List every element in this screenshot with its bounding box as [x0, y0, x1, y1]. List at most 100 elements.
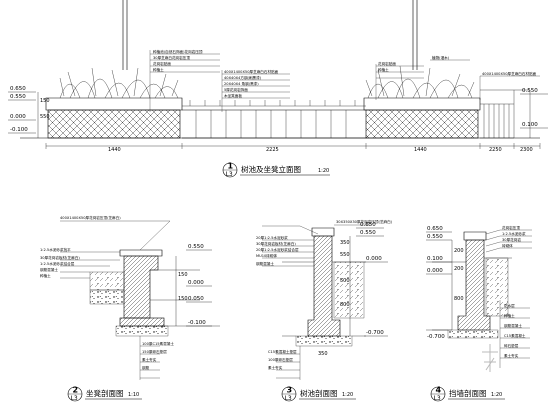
dim-label: 2225: [266, 147, 279, 153]
dim-label: 200: [454, 248, 464, 254]
drawing-scale: 1:20: [342, 392, 353, 398]
note-text: 20X40X4 角钢(黑漆): [224, 81, 259, 86]
level-label: -0.700: [366, 330, 384, 336]
level-label: 0.650: [360, 222, 376, 228]
level-label: 0.650: [427, 226, 443, 232]
seat-title: 2 L3 坐凳剖面图 1:10: [67, 386, 142, 402]
level-label: -0.700: [427, 334, 445, 340]
note-text: 30厚芝麻白花岗岩压顶: [153, 55, 190, 60]
note-text: 碎石垫层: [504, 343, 519, 348]
note-text: 素土夯实: [504, 353, 519, 358]
badge-sheet: L3: [226, 171, 233, 178]
pool-soil: [333, 261, 365, 319]
note-text: 种植土: [153, 67, 164, 72]
note-text: 钢筋: [142, 365, 150, 370]
badge-number: 4: [436, 386, 442, 395]
dim-label: 800: [454, 296, 464, 302]
note-text: 防水层: [504, 303, 515, 308]
seat-levels: 0.550 0.000 0.050 -0.100 150 150: [175, 244, 212, 327]
note-text: C15素混凝土垫层: [268, 349, 297, 354]
drawing-title: 树池及坐凳立面图: [241, 164, 301, 174]
note-text: 400X1400X50厚芝麻白石材贴面: [482, 71, 537, 76]
note-text: 20厚1:2.5水泥砂浆: [256, 235, 288, 240]
note-text: 木坐凳面板: [224, 93, 242, 98]
badge-sheet: L3: [285, 395, 292, 402]
seat-section: 400X1400X50厚花岗岩压顶(芝麻白) 1:2.5水泥砂浆找平 30厚花岗…: [40, 215, 220, 402]
drawing-title: 挡墙剖面图: [449, 388, 487, 398]
note-text: 花岗岩贴面: [153, 61, 171, 66]
planter-right-wall: [365, 109, 479, 139]
note-text: 1:2.5水泥砂浆找平: [40, 247, 71, 252]
retaining-gravel: [447, 329, 499, 339]
dim-label: 350: [340, 240, 350, 246]
pool-section: 30X350X30厚花岗岩压顶(芝麻白) 20厚1:2.5水泥砂浆 30厚花岗岩…: [256, 219, 393, 402]
badge-number: 1: [228, 162, 234, 171]
dim-label: 150: [178, 272, 188, 278]
watermark-mark: [482, 344, 498, 372]
elevation-title: 1 L3 树池及坐凳立面图 1:20: [222, 162, 330, 178]
dim-label: 350: [318, 351, 328, 357]
note-text: 素土夯实: [142, 357, 157, 362]
level-label: 0.650: [10, 86, 26, 92]
pool-cap: [311, 227, 335, 237]
seat-body: [123, 255, 159, 319]
drawing-scale: 1:10: [128, 392, 139, 398]
dim-label: 150: [178, 296, 188, 302]
pool-gravel: [295, 335, 353, 347]
dim-label: 1440: [108, 147, 121, 153]
note-text: 钢筋混凝土: [504, 323, 522, 328]
note-text: 30厚花岗岩板材(芝麻白): [256, 241, 296, 246]
seat-soil: [89, 271, 125, 291]
level-label: 0.550: [427, 234, 443, 240]
dim-vertical: 150: [40, 98, 50, 104]
drawing-title: 树池剖面图: [300, 388, 338, 398]
note-text: C15素混凝土: [504, 333, 526, 338]
tree-trunk-right: [412, 0, 418, 70]
dim-label: 550: [340, 252, 350, 258]
dim-label: 2300: [520, 147, 533, 153]
note-text: 种植土: [40, 273, 51, 278]
dim-vertical: 550: [40, 114, 50, 120]
seat-gravel-base: [89, 289, 125, 305]
note-text: 30厚花岗岩板材(芝麻白): [40, 255, 80, 260]
level-label: 0.550: [522, 88, 538, 94]
elevation-levels-right: 0.100 0.550: [520, 88, 548, 129]
note-text: 花岗岩贴面: [378, 61, 396, 66]
elevation-dimensions: 1440 2225 1440 2250 2300: [45, 143, 541, 153]
level-label: 0.000: [188, 280, 204, 286]
note-text: 100厚碎石垫层: [268, 357, 293, 362]
note-text: 100厚C15素混凝土: [142, 341, 174, 346]
badge-sheet: L3: [434, 395, 441, 402]
elevation-notes: 种植池(自然石饰面)花岗岩压顶 30厚芝麻白花岗岩压顶 花岗岩贴面 种植土 40…: [149, 49, 540, 112]
level-label: 0.000: [366, 256, 382, 262]
badge-number: 3: [287, 386, 293, 395]
level-label: 0.100: [522, 122, 538, 128]
shrub-right: [365, 65, 475, 99]
retaining-section: 花岗岩压顶 1:2.5水泥砂浆 30厚花岗岩 砖砌体 防水层 种植土 钢筋混凝土…: [426, 225, 532, 402]
railing-right: [480, 89, 531, 139]
drawing-title: 坐凳剖面图: [86, 388, 124, 398]
retaining-levels: 0.650 0.550 0.100 0.000 -0.700 200 200 8…: [426, 226, 464, 340]
note-text: 种植土: [504, 313, 515, 318]
badge-number: 2: [73, 386, 79, 395]
shrub-left: [59, 67, 179, 99]
note-text: 1:2.5水泥砂浆结合层: [40, 261, 75, 266]
level-label: 0.050: [188, 296, 204, 302]
note-text: 钢筋混凝土: [40, 267, 58, 272]
dim-label: 800: [340, 302, 350, 308]
retaining-cap: [463, 231, 487, 241]
note-text: 1:2.5水泥砂浆: [502, 231, 526, 236]
note-text: 400X1400X50厚芝麻白石材贴面: [224, 69, 279, 74]
note-text: 30X350X30厚花岗岩压顶(芝麻白): [336, 219, 393, 224]
note-text: 植物(灌木): [432, 55, 450, 60]
level-label: 0.550: [188, 244, 204, 250]
bench-fence: [182, 100, 366, 139]
note-text: 40X40X4方钢(刷黑漆): [224, 75, 262, 80]
elevation-view: 0.650 0.550 0.000 -0.100 150 550 0.100 0…: [8, 0, 548, 178]
note-text: 钢筋混凝土: [256, 261, 274, 266]
planter-left-cap: [45, 97, 183, 111]
dim-label: 1440: [414, 147, 427, 153]
note-text: 花岗岩压顶: [502, 225, 520, 230]
drawing-scale: 1:20: [491, 392, 502, 398]
